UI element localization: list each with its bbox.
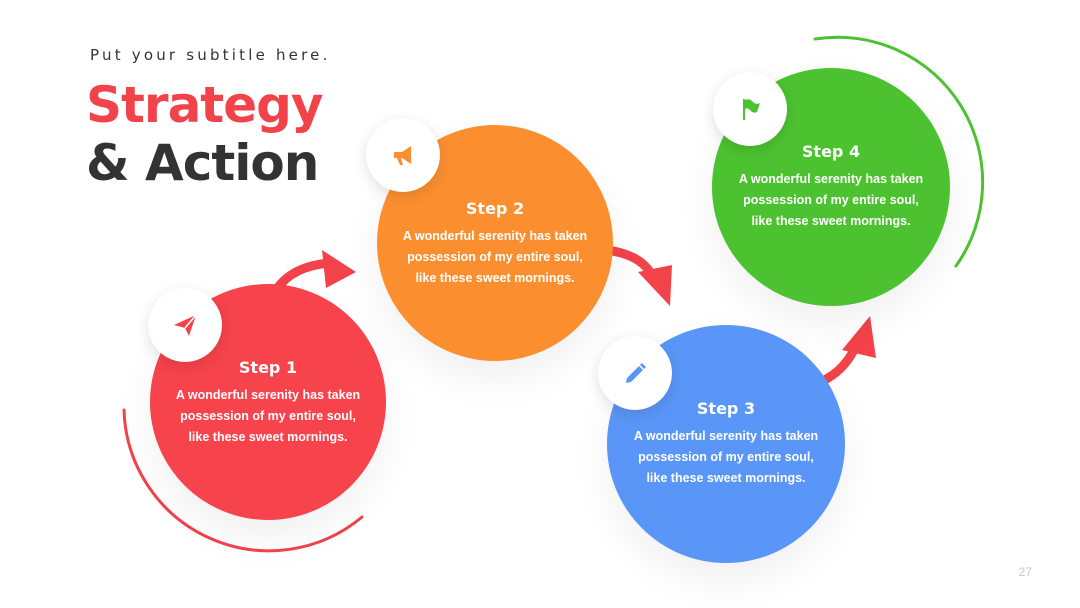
title-line-action: & Action (86, 134, 319, 192)
step-1-title: Step 1 (238, 358, 298, 377)
step-2-title: Step 2 (465, 199, 525, 218)
arrow-step2-to-step3 (601, 245, 672, 306)
step-3-icon-badge (598, 336, 672, 410)
step-1-description: A wonderful serenity has taken possessio… (175, 388, 361, 444)
paper-plane-icon (174, 314, 197, 336)
page-number: 27 (1018, 565, 1032, 579)
step-3-circle: Step 3 A wonderful serenity has taken po… (607, 325, 845, 563)
step4-arc (813, 35, 985, 268)
step-1-icon-badge (148, 288, 222, 362)
slide-title: Strategy & Action (86, 76, 324, 192)
step-4-description: A wonderful serenity has taken possessio… (738, 172, 924, 228)
pencil-icon (626, 363, 646, 383)
step-2-icon-badge (366, 118, 440, 192)
step-4-title: Step 4 (801, 142, 861, 161)
step-3-description: A wonderful serenity has taken possessio… (633, 429, 819, 485)
slide-subtitle: Put your subtitle here. (90, 46, 331, 64)
step1-arc (122, 408, 364, 553)
step-2-description: A wonderful serenity has taken possessio… (402, 229, 588, 285)
title-line-strategy: Strategy (86, 76, 324, 134)
flag-icon (743, 99, 760, 120)
step-3-title: Step 3 (696, 399, 756, 418)
step-4-icon-badge (713, 72, 787, 146)
megaphone-icon (394, 146, 411, 165)
arrow-step1-to-step2 (271, 250, 356, 295)
